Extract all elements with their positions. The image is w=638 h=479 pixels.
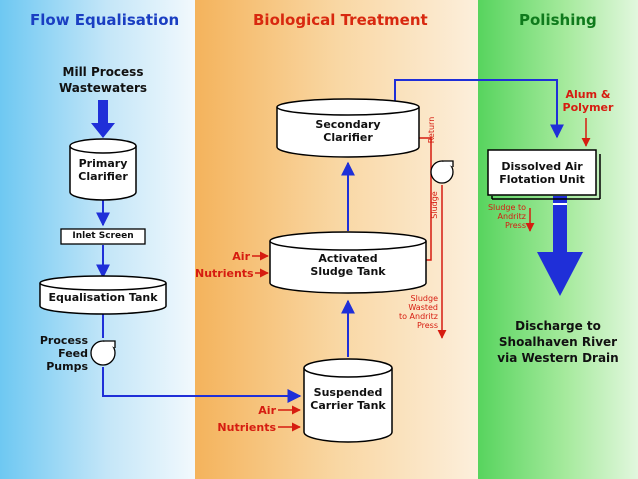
return-label: Return	[427, 116, 436, 144]
title-flow-equalisation: Flow Equalisation	[30, 11, 180, 29]
arrow-secondary-to-daf	[394, 79, 564, 139]
title-biological-treatment: Biological Treatment	[253, 11, 428, 29]
process-feed-pumps-label: Process Feed Pumps	[39, 334, 88, 373]
air-activated-label: Air	[232, 250, 250, 263]
daf-unit-box	[487, 149, 597, 196]
title-polishing: Polishing	[519, 11, 597, 29]
sludge-pump-icon	[430, 160, 454, 184]
equalisation-tank-label: Equalisation Tank	[48, 291, 158, 304]
inlet-screen-box	[60, 228, 146, 245]
main-flow-lines	[96, 79, 564, 403]
secondary-clarifier-label: Secondary Clarifier	[315, 118, 381, 144]
activated-sludge-tank-shape	[269, 231, 427, 294]
inlet-screen-label: Inlet Screen	[72, 231, 134, 241]
sludge-label: Sludge	[430, 191, 439, 219]
mill-process-wastewaters-label: Mill Process Wastewaters	[58, 65, 148, 95]
discharge-arrow	[537, 196, 583, 296]
dissolved-air-flotation-label: Dissolved Air Flotation Unit	[499, 160, 585, 186]
suspended-carrier-tank-label: Suspended Carrier Tank	[310, 386, 386, 412]
secondary-clarifier-tank	[276, 98, 420, 158]
arrow-pumps-to-carrier	[102, 367, 302, 403]
equalisation-tank-shape	[39, 275, 167, 315]
air-carrier-label: Air	[258, 404, 276, 417]
process-feed-pump-icon	[90, 340, 116, 366]
nutrients-activated-label: Nutrients	[195, 267, 254, 280]
alum-polymer-label: Alum & Polymer	[562, 88, 614, 114]
activated-sludge-tank-label: Activated Sludge Tank	[310, 252, 386, 278]
nutrients-carrier-label: Nutrients	[217, 421, 276, 434]
suspended-carrier-tank-shape	[303, 358, 393, 443]
sludge-wasted-label: Sludge Wasted to Andritz Press	[398, 294, 438, 330]
discharge-label: Discharge to Shoalhaven River via Wester…	[497, 319, 619, 365]
mill-inflow-arrow	[91, 100, 115, 138]
primary-clarifier-tank	[69, 138, 137, 201]
primary-clarifier-label: Primary Clarifier	[78, 157, 128, 183]
sludge-to-andritz-label: Sludge to Andritz Press	[487, 203, 526, 230]
